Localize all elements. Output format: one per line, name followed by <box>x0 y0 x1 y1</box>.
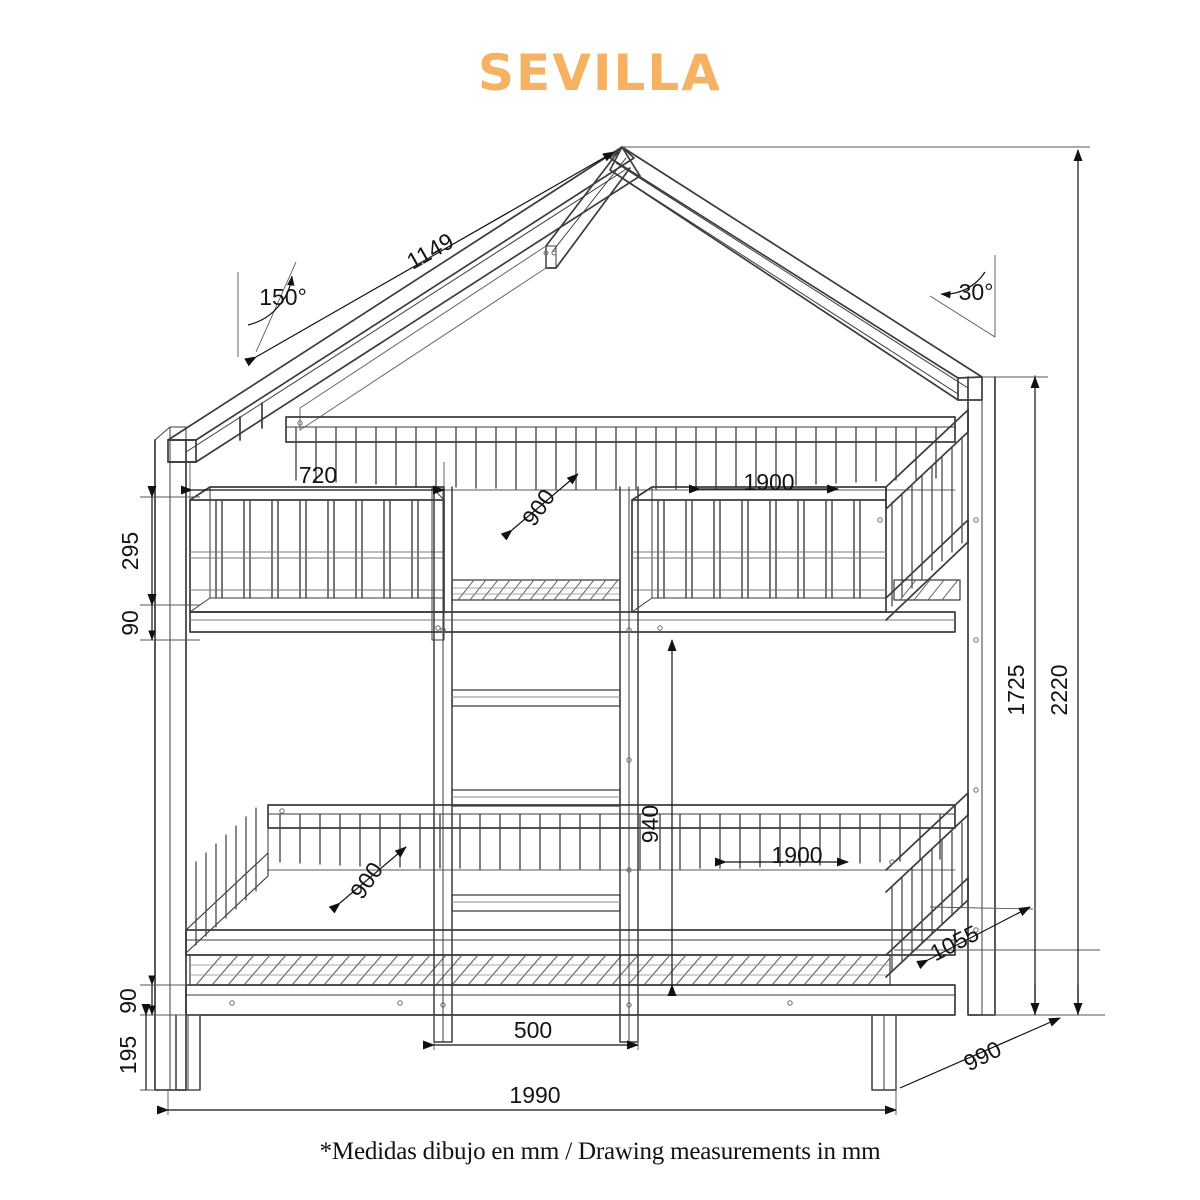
dim-apex-angle <box>237 261 297 357</box>
ladder <box>433 486 639 1043</box>
dim-label-upper-rail-thk: 90 <box>117 610 143 636</box>
bed-structure <box>154 146 996 1091</box>
measurement-units-note: *Medidas dibujo en mm / Drawing measurem… <box>319 1138 881 1165</box>
dim-label-roof-slope: 1149 <box>402 228 458 275</box>
dim-label-end-panel-diag: 1055 <box>926 920 983 966</box>
upper-guard-left <box>189 486 445 641</box>
upper-guard-right <box>631 486 887 631</box>
dim-label-ladder-width: 500 <box>514 1017 552 1043</box>
upper-back-panel <box>285 416 956 491</box>
dim-base-depth <box>899 1017 1061 1089</box>
upper-slat-base <box>189 579 961 633</box>
dimension-labels: 1149 150° 30° 720 900 1900 295 90 1725 2… <box>115 228 1072 1108</box>
dim-label-leg-height: 195 <box>115 1036 141 1074</box>
dim-label-lower-depth: 900 <box>345 857 388 903</box>
dim-label-pitch-angle: 30° <box>959 279 994 305</box>
dim-label-total-width: 1990 <box>509 1082 560 1108</box>
dim-label-base-depth: 990 <box>959 1036 1005 1077</box>
dim-label-guard-height: 295 <box>117 532 143 570</box>
dim-label-upper-guard-gap: 720 <box>299 462 337 488</box>
dim-label-upper-length: 1900 <box>743 469 794 495</box>
dim-end-panel-diag <box>916 906 1034 970</box>
lower-frame-beam <box>185 984 956 1016</box>
dim-label-bunk-clearance: 940 <box>637 805 663 843</box>
dim-label-height-total: 2220 <box>1046 664 1072 715</box>
dimension-lines <box>140 146 1105 1115</box>
dim-roof-slope <box>244 151 615 367</box>
dim-label-lower-length: 1900 <box>771 842 822 868</box>
dim-label-upper-depth: 900 <box>517 484 560 530</box>
page-title: SEVILLA <box>478 44 722 102</box>
post-left <box>154 426 187 1091</box>
dim-label-height-upper: 1725 <box>1003 664 1029 715</box>
dim-pitch-angle <box>929 255 996 338</box>
dim-upper-depth <box>500 473 579 541</box>
post-right <box>967 376 996 1016</box>
end-panel-upper-right <box>885 409 969 621</box>
dim-label-lower-frame-thk: 90 <box>115 988 141 1014</box>
dim-label-apex-angle: 150° <box>259 284 307 310</box>
dim-lower-depth <box>328 846 407 914</box>
lower-slat-base <box>189 954 891 986</box>
